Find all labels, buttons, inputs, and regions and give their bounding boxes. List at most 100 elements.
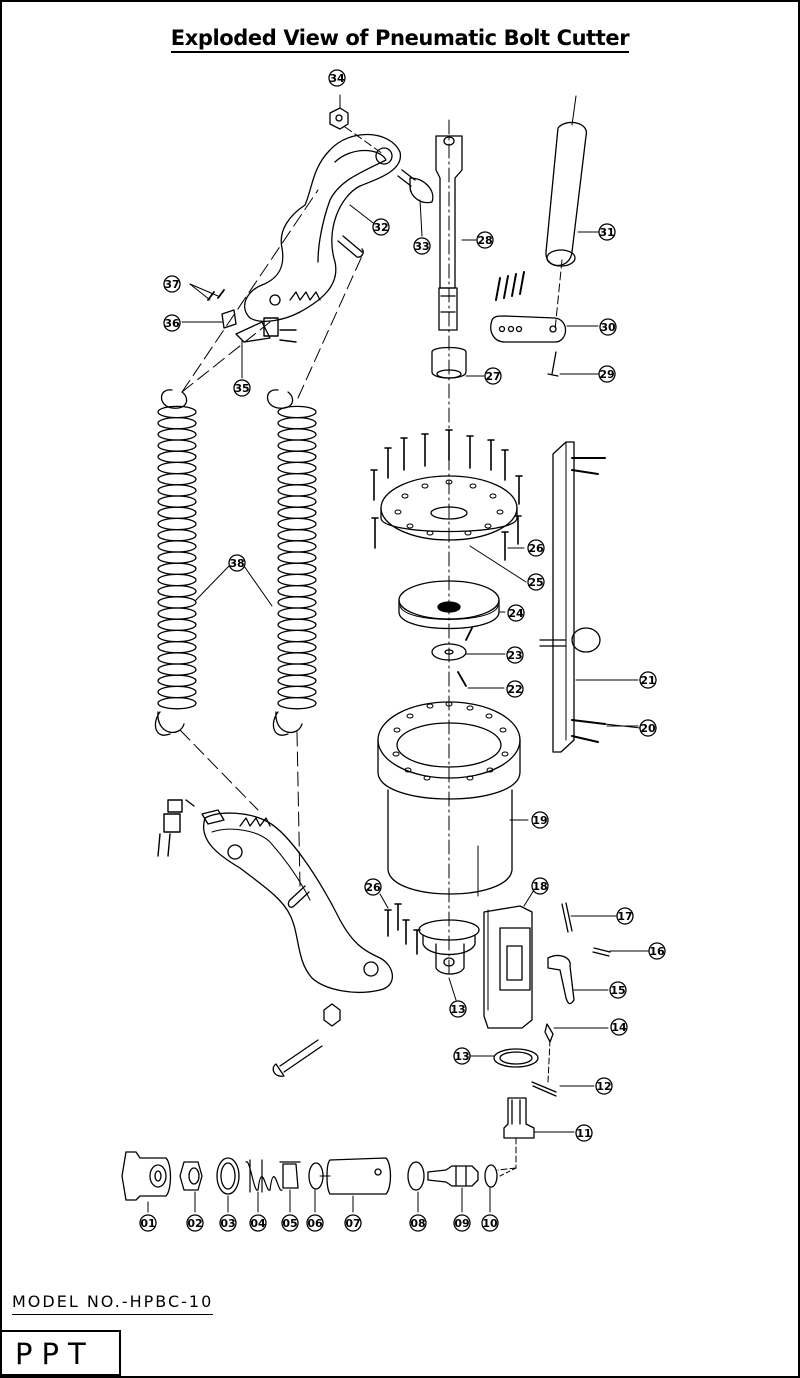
- callout-circle: [639, 671, 657, 689]
- spring-coil: [157, 663, 197, 676]
- spring-coil: [277, 663, 317, 676]
- callout-number: 12: [596, 1080, 611, 1093]
- callout-circle: [599, 318, 617, 336]
- callout-number: 07: [345, 1217, 360, 1230]
- callout-circle: [616, 907, 634, 925]
- upper-jaw-inner: [317, 149, 387, 263]
- spring-coil: [157, 562, 197, 576]
- spring-coil: [277, 428, 317, 441]
- spring-coil: [157, 629, 197, 643]
- callout-11: 11: [575, 1124, 593, 1142]
- spring-coil: [277, 506, 317, 520]
- callout-14: 14: [610, 1018, 628, 1036]
- callout-28: 28: [476, 231, 494, 249]
- spring-coil: [157, 484, 197, 497]
- callout-number: 14: [611, 1021, 627, 1034]
- spring-coil: [277, 674, 317, 688]
- callout-circle: [344, 1214, 362, 1232]
- callout-number: 11: [576, 1127, 591, 1140]
- parts-illustration: [121, 94, 649, 1213]
- callout-number: 24: [508, 607, 524, 620]
- spring-coil: [277, 640, 317, 654]
- spring-coil: [157, 640, 197, 654]
- spring-coil: [277, 472, 317, 486]
- callout-number: 06: [307, 1217, 323, 1230]
- callout-number: 32: [373, 221, 388, 234]
- spring-coil: [277, 495, 317, 508]
- callout-number: 17: [617, 910, 632, 923]
- spring-coil: [277, 652, 317, 665]
- callout-circle: [506, 646, 524, 664]
- callout-circle: [648, 942, 666, 960]
- spring-coil: [157, 607, 197, 620]
- callout-number: 33: [414, 240, 429, 253]
- callout-number: 20: [640, 722, 656, 735]
- callout-12: 12: [595, 1077, 613, 1095]
- spring-coil: [277, 618, 317, 632]
- callout-circle: [453, 1047, 471, 1065]
- callout-number: 35: [234, 382, 249, 395]
- callout-08: 08: [409, 1214, 427, 1232]
- callout-circle: [219, 1214, 237, 1232]
- callout-number: 01: [140, 1217, 155, 1230]
- callout-18: 18: [531, 877, 549, 895]
- spring-coil: [277, 629, 317, 643]
- callout-circle: [484, 367, 502, 385]
- spring-coil: [277, 551, 317, 564]
- callout-34: 34: [328, 69, 346, 87]
- callout-number: 26: [528, 542, 544, 555]
- spring-coil: [157, 674, 197, 688]
- callout-circle: [163, 314, 181, 332]
- upper-arm-pin: [337, 235, 364, 258]
- callout-circle: [527, 539, 545, 557]
- callout-circle: [476, 231, 494, 249]
- part-07-body: [326, 1157, 392, 1195]
- callout-circle: [233, 379, 251, 397]
- handle-grip-31: [545, 121, 587, 267]
- spring-coil: [157, 416, 197, 430]
- part-02-nut: [179, 1161, 203, 1191]
- callout-number: 04: [250, 1217, 266, 1230]
- spring-coil: [277, 696, 317, 710]
- callout-04: 04: [249, 1214, 267, 1232]
- callout-number: 23: [507, 649, 522, 662]
- springs-38: [154, 389, 303, 736]
- callout-circle: [372, 218, 390, 236]
- callout-25: 25: [527, 573, 545, 591]
- callout-circle: [413, 237, 431, 255]
- spring-coil: [157, 540, 197, 553]
- upper-jaw-arm: [244, 133, 401, 322]
- callout-circle: [186, 1214, 204, 1232]
- callout-30: 30: [599, 318, 617, 336]
- spring-coil: [157, 517, 197, 531]
- model-number: MODEL NO.-HPBC-10: [12, 1292, 214, 1315]
- callout-35: 35: [233, 379, 251, 397]
- callout-number: 13: [450, 1003, 465, 1016]
- spring-coil: [157, 618, 197, 632]
- nut-34: [329, 107, 349, 130]
- pin-17: [561, 902, 573, 933]
- callout-10: 10: [481, 1214, 499, 1232]
- callout-number: 31: [599, 226, 614, 239]
- callout-number: 28: [477, 234, 492, 247]
- part-05-fitting: [279, 1161, 301, 1189]
- part-04-spring: [245, 1159, 283, 1193]
- screw-29: [547, 351, 559, 377]
- spring-coil: [157, 584, 197, 598]
- spring-coil: [277, 439, 317, 452]
- callout-24: 24: [507, 604, 525, 622]
- spring-coil: [157, 495, 197, 508]
- valve-housing-18: [483, 905, 533, 1029]
- spring-coil: [157, 506, 197, 520]
- spring-coil: [277, 405, 317, 419]
- callout-05: 05: [281, 1214, 299, 1232]
- pin-16: [592, 947, 611, 957]
- callout-13b: 13: [453, 1047, 471, 1065]
- spring-coil: [157, 472, 197, 486]
- callout-circle: [506, 680, 524, 698]
- callout-number: 21: [640, 674, 655, 687]
- callout-circle: [639, 719, 657, 737]
- callout-29: 29: [598, 365, 616, 383]
- spring-coils: [157, 405, 317, 710]
